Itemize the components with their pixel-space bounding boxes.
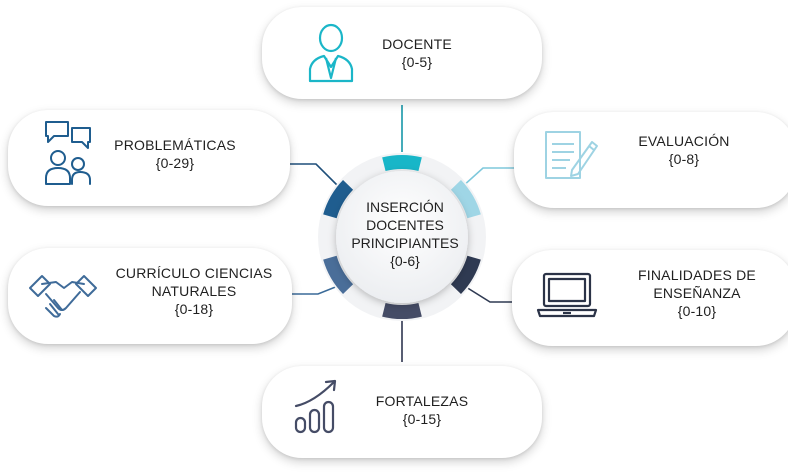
hub-arc-evaluacion: [450, 180, 481, 219]
node-curriculo-range: {0-18}: [174, 301, 214, 317]
node-finalidades-label-2: ENSEÑANZA: [653, 285, 741, 301]
node-problematicas-range: {0-29}: [155, 155, 195, 171]
node-curriculo-label-2: NATURALES: [151, 283, 237, 299]
hub-circle: [336, 171, 468, 303]
node-docente-range: {0-5}: [401, 54, 433, 70]
node-docente-text: DOCENTE {0-5}: [372, 35, 462, 71]
node-curriculo: CURRÍCULO CIENCIAS NATURALES {0-18}: [8, 248, 292, 344]
hub-label-1: INSERCIÓN: [366, 199, 444, 215]
node-fortalezas-text: FORTALEZAS {0-15}: [362, 392, 482, 428]
hub-label-2: DOCENTES: [366, 217, 444, 233]
hub-arc-finalidades: [450, 255, 481, 294]
node-fortalezas-label: FORTALEZAS: [375, 393, 469, 409]
node-evaluacion-label: EVALUACIÓN: [638, 133, 730, 149]
node-finalidades-range: {0-10}: [677, 303, 717, 319]
document-pen-icon: [545, 131, 598, 179]
people-chat-icon: [45, 121, 91, 185]
node-evaluacion-text: EVALUACIÓN {0-8}: [624, 132, 744, 168]
hub-label-3: PRINCIPIANTES: [351, 235, 459, 251]
node-finalidades-text: FINALIDADES DE ENSEÑANZA {0-10}: [612, 266, 782, 320]
hub-text: INSERCIÓN DOCENTES PRINCIPIANTES {0-6}: [345, 198, 465, 270]
node-evaluacion-range: {0-8}: [668, 151, 700, 167]
node-curriculo-text: CURRÍCULO CIENCIAS NATURALES {0-18}: [104, 264, 284, 318]
growth-chart-icon: [294, 379, 337, 434]
node-finalidades: FINALIDADES DE ENSEÑANZA {0-10}: [512, 250, 788, 346]
node-problematicas-text: PROBLEMÁTICAS {0-29}: [100, 136, 250, 172]
node-fortalezas: FORTALEZAS {0-15}: [262, 366, 542, 458]
node-evaluacion: EVALUACIÓN {0-8}: [514, 112, 788, 208]
hub-arc-problematicas: [323, 180, 354, 219]
hub-arc-fortalezas: [382, 302, 422, 319]
hub-arc-curriculo: [323, 255, 354, 294]
node-finalidades-label-1: FINALIDADES DE: [638, 267, 756, 283]
node-problematicas-label: PROBLEMÁTICAS: [114, 137, 236, 153]
node-curriculo-label-1: CURRÍCULO CIENCIAS: [115, 265, 273, 281]
node-docente-label: DOCENTE: [382, 36, 452, 52]
hub-arc-docente: [382, 154, 422, 172]
hub-arc-segments: [323, 154, 481, 319]
node-fortalezas-range: {0-15}: [402, 411, 442, 427]
connector-problematicas: [290, 163, 343, 191]
connector-finalidades: [457, 281, 512, 303]
hub-range: {0-6}: [390, 253, 420, 269]
laptop-icon: [536, 272, 598, 318]
handshake-icon: [29, 275, 97, 318]
node-problematicas: PROBLEMÁTICAS {0-29}: [8, 110, 290, 206]
node-docente: DOCENTE {0-5}: [262, 7, 542, 99]
person-icon: [308, 23, 354, 83]
